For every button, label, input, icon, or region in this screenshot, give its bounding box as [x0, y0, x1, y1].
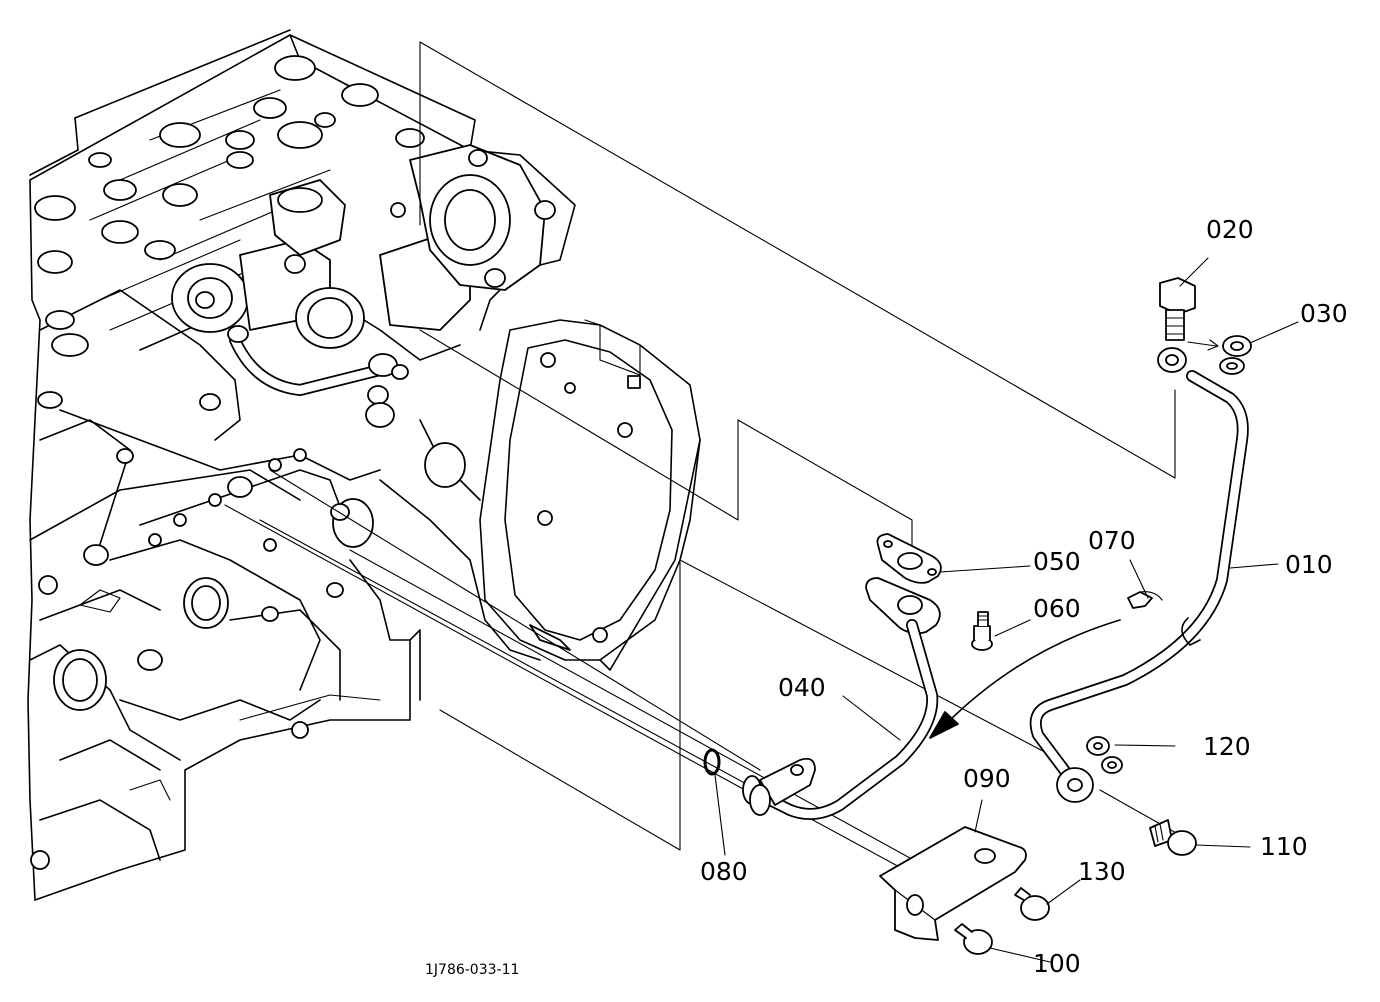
callout-040[interactable]: 040 [778, 673, 826, 702]
bolt-100 [954, 923, 993, 955]
callout-120[interactable]: 120 [1203, 732, 1251, 761]
clamp-070 [1127, 591, 1163, 609]
gasket-120 [1086, 736, 1123, 774]
callout-130[interactable]: 130 [1078, 857, 1126, 886]
direction-arrow [929, 619, 1121, 739]
bolt-060 [971, 611, 993, 651]
eye-bolt-020 [1159, 277, 1196, 341]
callout-110[interactable]: 110 [1260, 832, 1308, 861]
callout-010[interactable]: 010 [1285, 550, 1333, 579]
figure-code: 1J786-033-11 [425, 962, 519, 978]
callout-090[interactable]: 090 [963, 764, 1011, 793]
callout-100[interactable]: 100 [1033, 949, 1081, 978]
callout-leaders [714, 257, 1299, 963]
callout-030[interactable]: 030 [1300, 299, 1348, 328]
callout-070[interactable]: 070 [1088, 526, 1136, 555]
callout-labels: 020 030 010 070 050 060 040 120 090 110 … [425, 215, 1348, 978]
oil-pipe-010 [1029, 347, 1249, 803]
oil-pipe-040 [742, 577, 941, 820]
gasket-030 [1187, 335, 1252, 375]
callout-020[interactable]: 020 [1206, 215, 1254, 244]
callout-050[interactable]: 050 [1033, 547, 1081, 576]
bracket-090 [879, 826, 1027, 941]
callout-060[interactable]: 060 [1033, 594, 1081, 623]
o-ring-080 [703, 748, 721, 776]
bolt-110 [1149, 819, 1197, 856]
engine-block [27, 29, 701, 901]
callout-080[interactable]: 080 [700, 857, 748, 886]
bolt-130 [1014, 887, 1050, 921]
gasket-050 [876, 533, 942, 584]
